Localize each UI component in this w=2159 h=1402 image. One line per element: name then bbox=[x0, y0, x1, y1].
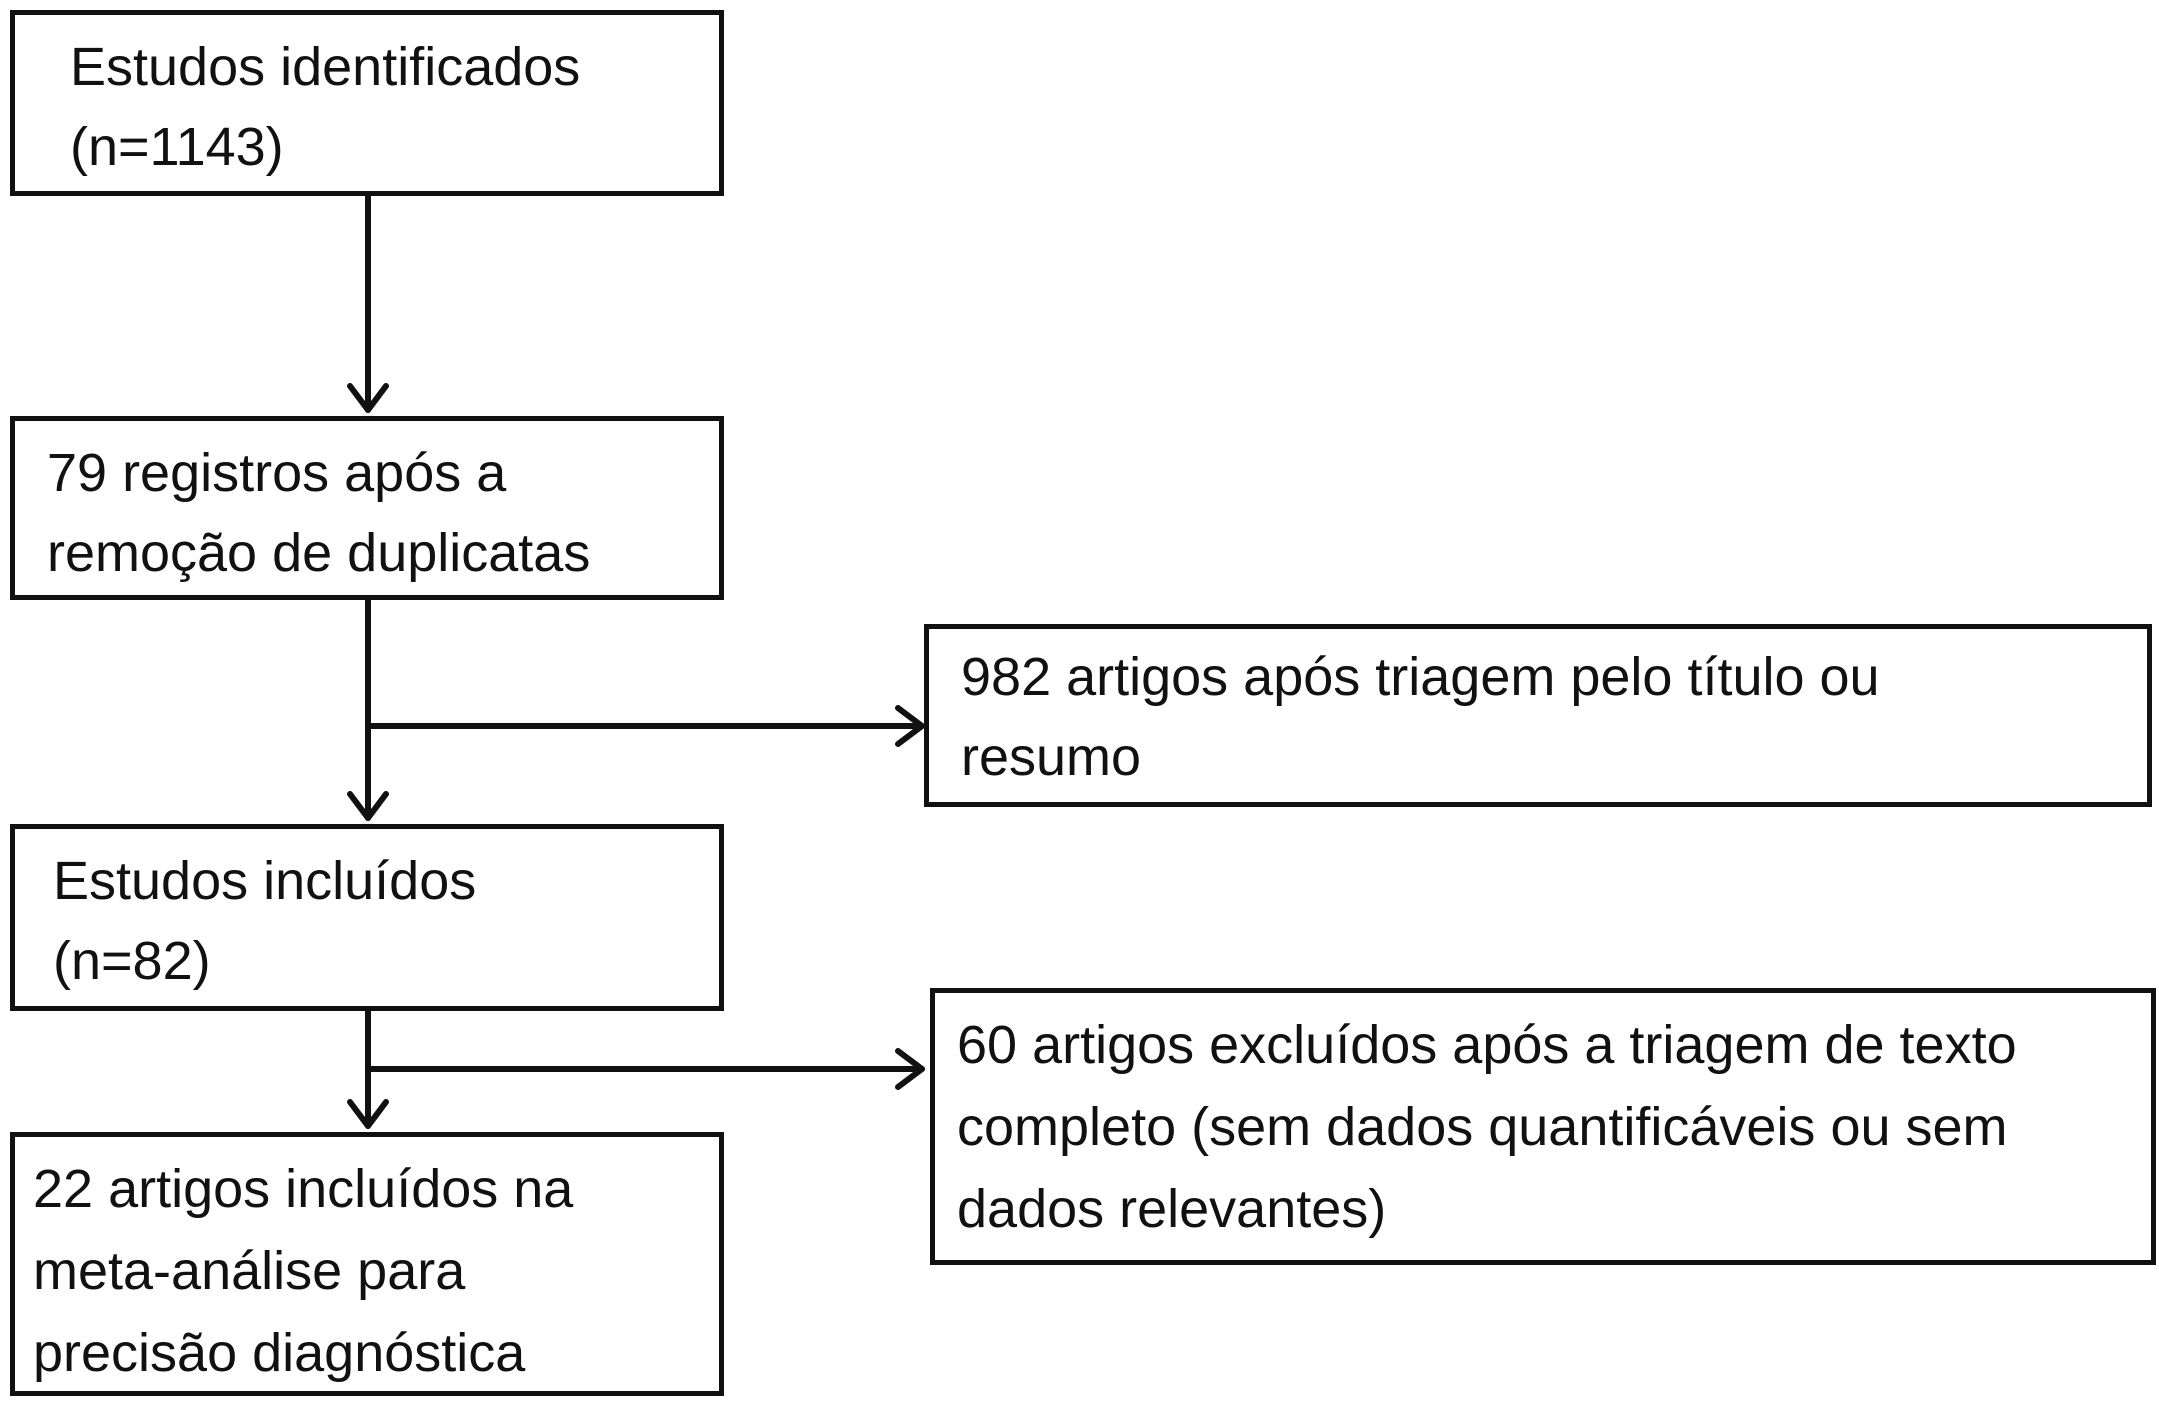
box-text-line: 22 artigos incluídos na bbox=[33, 1159, 574, 1219]
arrowhead-right-2 bbox=[895, 1048, 925, 1090]
box-articles-excluded-full-text: 60 artigos excluídos após a triagem de t… bbox=[930, 988, 2156, 1265]
box-text-line: completo (sem dados quantificáveis ou se… bbox=[957, 1097, 2008, 1157]
box-articles-after-title-screening: 982 artigos após triagem pelo título ou … bbox=[924, 624, 2152, 807]
box-text-line: Estudos incluídos bbox=[53, 851, 477, 911]
box-text-line: 982 artigos após triagem pelo título ou bbox=[961, 647, 1880, 707]
box-text-line: precisão diagnóstica bbox=[33, 1323, 526, 1383]
arrowhead-right-1 bbox=[895, 705, 925, 747]
box-text-line: 79 registros após a bbox=[47, 443, 507, 503]
arrowhead-down-1 bbox=[347, 383, 389, 413]
box-records-after-deduplication: 79 registros após a remoção de duplicata… bbox=[10, 416, 724, 600]
arrowhead-down-3 bbox=[347, 1099, 389, 1129]
box-text-line: dados relevantes) bbox=[957, 1179, 1387, 1239]
box-text-line: remoção de duplicatas bbox=[47, 523, 591, 583]
box-text-line: resumo bbox=[961, 727, 1142, 787]
arrowhead-down-2 bbox=[347, 791, 389, 821]
box-text-line: 60 artigos excluídos após a triagem de t… bbox=[957, 1015, 2017, 1075]
box-text-line: meta-análise para bbox=[33, 1241, 466, 1301]
box-studies-included: Estudos incluídos (n=82) bbox=[10, 824, 724, 1011]
box-text-line: Estudos identificados bbox=[70, 37, 581, 97]
box-studies-identified: Estudos identificados (n=1143) bbox=[10, 10, 724, 196]
box-text-line: (n=82) bbox=[53, 931, 211, 991]
box-articles-in-meta-analysis: 22 artigos incluídos na meta-análise par… bbox=[10, 1132, 724, 1396]
box-text-line: (n=1143) bbox=[70, 117, 284, 177]
